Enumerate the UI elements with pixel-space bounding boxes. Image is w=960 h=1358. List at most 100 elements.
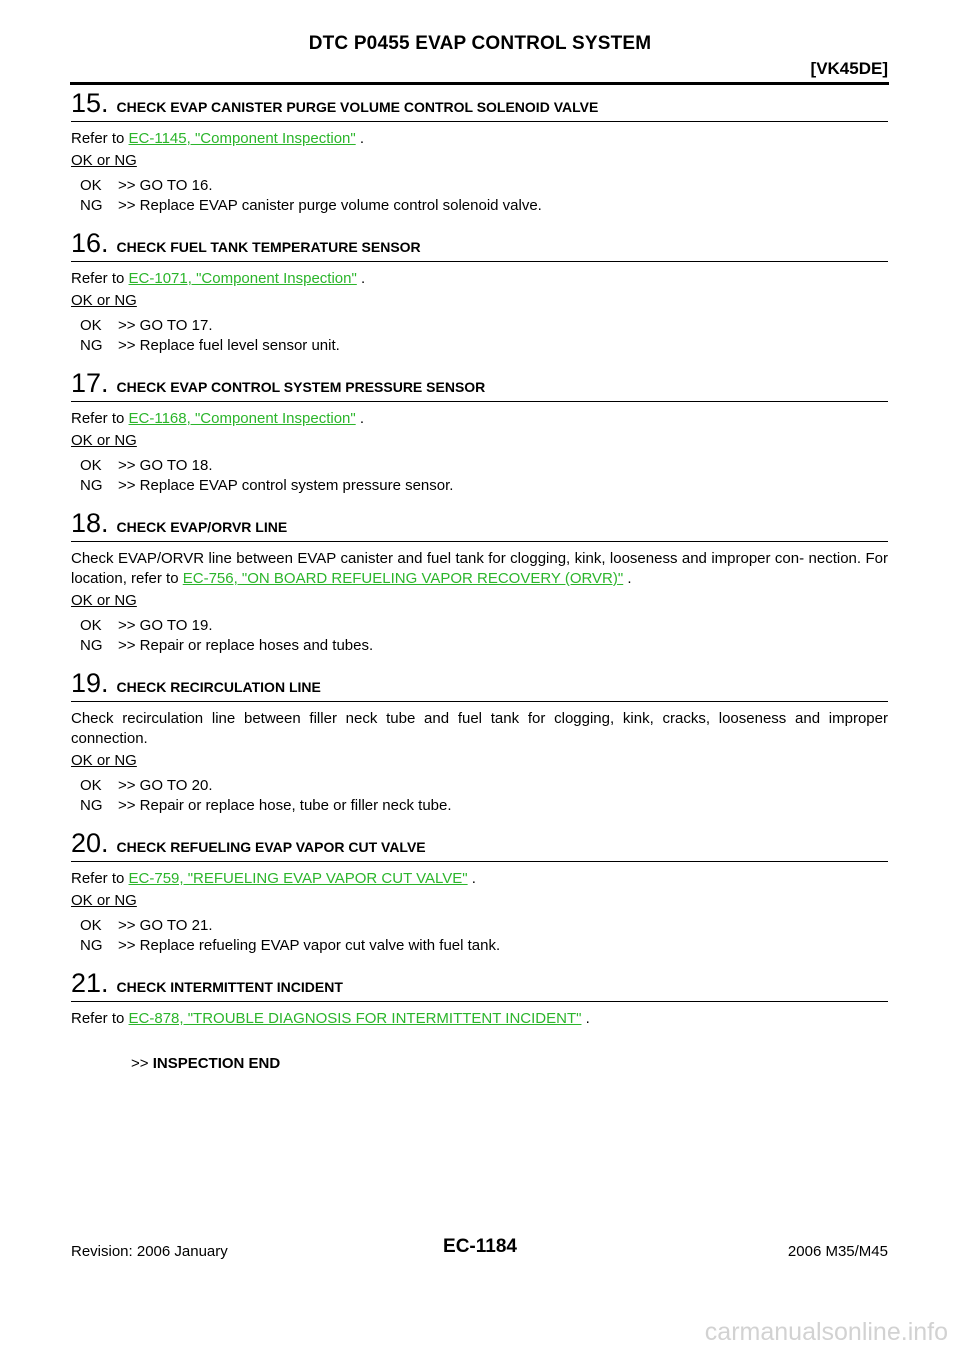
result-row: OK>> GO TO 21.	[80, 916, 888, 936]
result-row: NG >> Replace EVAP canister purge volume …	[80, 196, 888, 216]
step-instruction: Check recirculation line between filler …	[71, 710, 888, 747]
step-instruction: Refer to EC-759, "REFUELING EVAP VAPOR C…	[71, 869, 888, 889]
result-row: NG >> Replace EVAP control system pressur…	[80, 476, 888, 496]
step-18: 18. CHECK EVAP/ORVR LINE Check EVAP/ORVR…	[71, 508, 888, 656]
result-code: NG	[80, 797, 103, 814]
step-15: 15. CHECK EVAP CANISTER PURGE VOLUME CON…	[71, 88, 888, 216]
instruction-text: Refer to	[71, 270, 129, 287]
result-code: NG	[80, 637, 103, 654]
step-number: 18.	[71, 508, 109, 538]
result-code: OK	[80, 617, 102, 634]
step-number: 21.	[71, 968, 109, 998]
ok-or-ng-label: OK or NG	[71, 892, 137, 909]
result-row: NG>> Replace refueling EVAP vapor cut va…	[80, 936, 888, 956]
engine-code: [VK45DE]	[810, 59, 888, 78]
step-title: CHECK RECIRCULATION LINE	[116, 679, 321, 695]
header-divider	[70, 82, 889, 85]
reference-link[interactable]: EC-1168, "Component Inspection"	[128, 410, 356, 427]
step-instruction: Refer to EC-1168, "Component Inspection"…	[71, 409, 888, 429]
result-list: OK >> GO TO 16. NG >> Replace EVAP caniste…	[80, 176, 888, 216]
result-text: >> GO TO 20.	[118, 777, 213, 794]
result-row: OK >> GO TO 16.	[80, 176, 888, 196]
step-number: 16.	[71, 228, 109, 258]
result-list: OK >> GO TO 17. NG >> Replace fuel level s…	[80, 316, 888, 356]
instruction-suffix: .	[623, 570, 632, 587]
result-text: >> Replace EVAP canister purge volume co…	[118, 197, 542, 214]
result-code: NG	[80, 337, 103, 354]
result-row: NG >> Replace fuel level sensor unit.	[80, 336, 888, 356]
result-code: OK	[80, 917, 102, 934]
step-16: 16. CHECK FUEL TANK TEMPERATURE SENSOR R…	[71, 228, 888, 356]
step-21: 21. CHECK INTERMITTENT INCIDENT Refer to…	[71, 968, 888, 1072]
instruction-text: Refer to	[71, 870, 129, 887]
result-text: >> GO TO 18.	[118, 457, 213, 474]
steps-container: 15. CHECK EVAP CANISTER PURGE VOLUME CON…	[71, 88, 888, 1072]
step-header: 15. CHECK EVAP CANISTER PURGE VOLUME CON…	[71, 88, 888, 122]
step-title: CHECK EVAP CANISTER PURGE VOLUME CONTROL…	[116, 99, 599, 115]
step-title: CHECK EVAP CONTROL SYSTEM PRESSURE SENSO…	[116, 379, 486, 395]
result-row: NG>> Repair or replace hoses and tubes.	[80, 636, 888, 656]
step-number: 19.	[71, 668, 109, 698]
step-title: CHECK REFUELING EVAP VAPOR CUT VALVE	[116, 839, 426, 855]
end-label: INSPECTION END	[152, 1055, 281, 1072]
page-title: DTC P0455 EVAP CONTROL SYSTEM	[308, 33, 652, 54]
inspection-end: >> INSPECTION END	[131, 1055, 888, 1072]
result-text: >> Replace EVAP control system pressure …	[118, 477, 454, 494]
result-list: OK >> GO TO 19. NG>> Repair or replace ho…	[80, 616, 888, 656]
instruction-suffix: .	[581, 1010, 590, 1027]
result-row: NG >> Repair or replace hose, tube or fil…	[80, 796, 888, 816]
step-instruction: Refer to EC-878, "TROUBLE DIAGNOSIS FOR …	[71, 1009, 888, 1029]
reference-link[interactable]: EC-1071, "Component Inspection"	[128, 270, 357, 287]
step-header: 18. CHECK EVAP/ORVR LINE	[71, 508, 888, 542]
reference-link[interactable]: EC-759, "REFUELING EVAP VAPOR CUT VALVE"	[128, 870, 468, 887]
ok-or-ng-label: OK or NG	[71, 592, 137, 609]
step-instruction: Check EVAP/ORVR line between EVAP canist…	[71, 549, 888, 589]
instruction-text: Refer to	[71, 130, 129, 147]
instruction-suffix: .	[356, 270, 366, 287]
result-code: OK	[80, 177, 102, 194]
step-header: 16. CHECK FUEL TANK TEMPERATURE SENSOR	[71, 228, 888, 262]
result-text: >> Replace fuel level sensor unit.	[118, 337, 340, 354]
watermark: carmanualsonline.info	[704, 1318, 948, 1346]
result-code: NG	[80, 197, 103, 214]
step-instruction: Refer to EC-1071, "Component Inspection"…	[71, 269, 888, 289]
result-list: OK>> GO TO 21. NG>> Replace refueling EV…	[80, 916, 888, 956]
step-title: CHECK FUEL TANK TEMPERATURE SENSOR	[116, 239, 421, 255]
result-text: >> GO TO 19.	[118, 617, 213, 634]
instruction-text: Refer to	[71, 1010, 129, 1027]
ok-or-ng-label: OK or NG	[71, 432, 137, 449]
step-instruction: Refer to EC-1145, "Component Inspection"…	[71, 129, 888, 149]
step-title: CHECK INTERMITTENT INCIDENT	[116, 979, 343, 995]
step-header: 19. CHECK RECIRCULATION LINE	[71, 668, 888, 702]
result-text: >> GO TO 16.	[118, 177, 213, 194]
step-title: CHECK EVAP/ORVR LINE	[116, 519, 288, 535]
reference-link[interactable]: EC-1145, "Component Inspection"	[128, 130, 356, 147]
result-row: OK >> GO TO 19.	[80, 616, 888, 636]
ok-or-ng-label: OK or NG	[71, 152, 137, 169]
ok-or-ng-label: OK or NG	[71, 752, 137, 769]
ok-or-ng-label: OK or NG	[71, 292, 137, 309]
result-code: NG	[80, 477, 103, 494]
instruction-text: Refer to	[71, 410, 129, 427]
instruction-suffix: .	[467, 870, 476, 887]
step-19: 19. CHECK RECIRCULATION LINE Check recir…	[71, 668, 888, 816]
page-number: EC-1184	[443, 1236, 517, 1257]
result-list: OK>> GO TO 18. NG>> Replace EVAP control…	[80, 456, 888, 496]
step-header: 21. CHECK INTERMITTENT INCIDENT	[71, 968, 888, 1002]
result-text: >> GO TO 17.	[118, 317, 213, 334]
result-row: OK >> GO TO 17.	[80, 316, 888, 336]
end-arrow: >>	[131, 1055, 153, 1072]
revision-date: Revision: 2006 January	[71, 1243, 228, 1260]
step-number: 20.	[71, 828, 109, 858]
result-text: >> Repair or replace hose, tube or fille…	[118, 797, 452, 814]
result-code: OK	[80, 317, 102, 334]
step-17: 17. CHECK EVAP CONTROL SYSTEM PRESSURE S…	[71, 368, 888, 496]
result-row: OK >> GO TO 20.	[80, 776, 888, 796]
result-code: OK	[80, 777, 102, 794]
instruction-text: Check EVAP/ORVR line between EVAP canist…	[71, 550, 888, 587]
reference-link[interactable]: EC-878, "TROUBLE DIAGNOSIS FOR INTERMITT…	[128, 1010, 582, 1027]
reference-link[interactable]: EC-756, "ON BOARD REFUELING VAPOR RECOVE…	[182, 570, 624, 587]
instruction-suffix: .	[355, 130, 365, 147]
step-number: 17.	[71, 368, 109, 398]
instruction-suffix: .	[355, 410, 365, 427]
